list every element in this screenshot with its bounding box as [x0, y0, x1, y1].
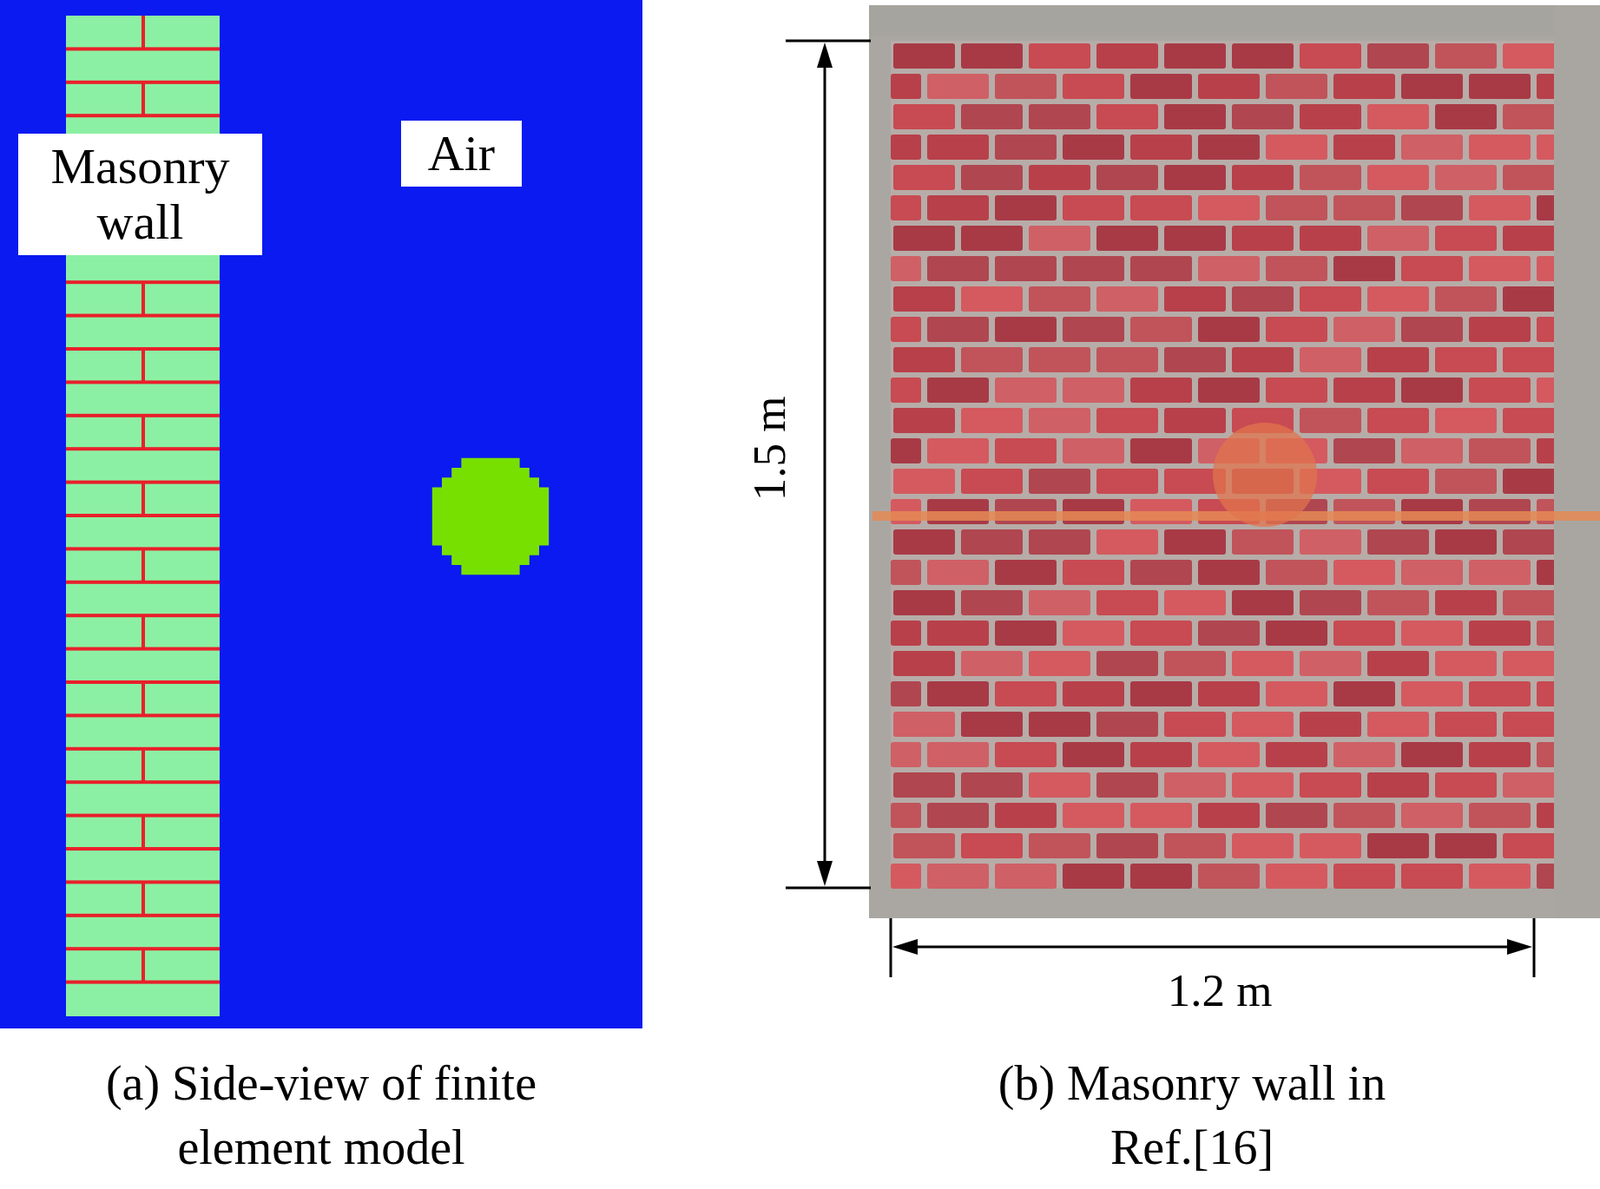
mortar-joint: [141, 816, 145, 850]
mortar-joint: [141, 82, 145, 116]
mortar-joint: [141, 682, 145, 716]
mortar-joint: [141, 548, 145, 582]
dimension-label: 1.5 m: [739, 396, 801, 502]
mortar-joint: [141, 882, 145, 916]
subfigure-caption: (b) Masonry wall in Ref.[16]: [996, 1052, 1388, 1181]
mortar-joint: [141, 615, 145, 649]
region-label: Air: [409, 125, 514, 182]
charge: [1212, 422, 1317, 527]
mortar-joint: [141, 15, 145, 49]
mortar-joint: [141, 415, 145, 449]
mortar-joint: [141, 282, 145, 316]
brick-courses: [890, 43, 1572, 889]
fe-model: [0, 0, 643, 1029]
label-box: Masonry wall: [18, 133, 263, 256]
mortar-joint: [141, 482, 145, 516]
region-label: Masonry wall: [26, 138, 254, 251]
wall-photo: [869, 5, 1600, 919]
air-domain: [0, 0, 643, 1029]
subfigure-caption: (a) Side-view of finite element model: [52, 1052, 591, 1181]
dimension-lines: [785, 40, 1535, 978]
explosive-charge: [432, 458, 549, 575]
label-box: Air: [401, 120, 522, 187]
mortar-joint: [141, 348, 145, 382]
mortar-joint: [141, 948, 145, 982]
mortar-joint: [141, 749, 145, 783]
dimension-label: 1.2 m: [1167, 961, 1273, 1022]
